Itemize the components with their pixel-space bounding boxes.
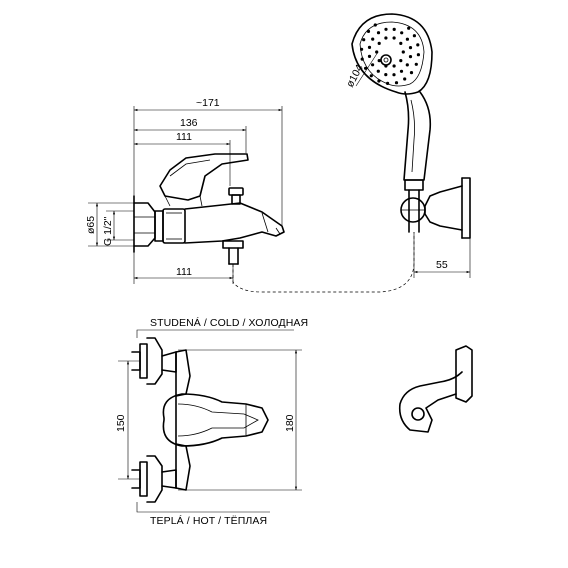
shower-holder-side xyxy=(400,177,471,239)
nozzle-dot xyxy=(392,64,396,68)
nozzle-dot xyxy=(367,54,372,59)
nozzle-dot xyxy=(371,63,375,67)
nozzle-dot xyxy=(407,26,411,30)
dim-111-bottom: 111 xyxy=(176,266,192,278)
nozzle-dot xyxy=(376,69,380,73)
nozzle-dot xyxy=(405,37,409,41)
nozzle-dot xyxy=(384,27,388,31)
nozzle-dot xyxy=(394,81,399,85)
dimension-labels: ~171 136 111 111 ø65 G 1/2" ø104 55 150 … xyxy=(85,63,448,527)
cold-label: STUDENÁ / COLD / ХОЛОДНАЯ xyxy=(150,316,308,329)
nozzle-dot xyxy=(401,50,405,54)
nozzle-dot xyxy=(386,81,390,85)
mixer-side-view xyxy=(133,153,285,265)
dim-thread: G 1/2" xyxy=(102,216,114,246)
nozzle-dot xyxy=(392,27,396,31)
nozzle-dot xyxy=(412,34,416,38)
nozzle-dot xyxy=(369,74,373,78)
nozzle-dot xyxy=(392,36,396,40)
dim-overall-height: 180 xyxy=(284,414,296,432)
nozzle-dot xyxy=(414,62,418,66)
shower-holder-front xyxy=(398,345,473,433)
nozzle-dot xyxy=(408,55,413,59)
nozzle-dot xyxy=(360,57,364,61)
dim-overall-length: ~171 xyxy=(196,97,220,109)
nozzle-dot xyxy=(360,47,364,51)
nozzle-dot xyxy=(377,79,381,83)
nozzle-dot xyxy=(384,73,388,77)
nozzle-dot xyxy=(371,37,375,41)
hot-label: TEPLÁ / HOT / ТЁПЛАЯ xyxy=(150,514,267,527)
nozzle-dot xyxy=(399,69,404,73)
dim-inlet-spacing: 150 xyxy=(115,414,127,432)
nozzle-dot xyxy=(409,71,414,75)
nozzle-dot xyxy=(416,53,420,57)
dimension-lines xyxy=(88,51,471,513)
nozzle-dot xyxy=(364,66,368,70)
nozzle-dot xyxy=(408,46,413,50)
nozzle-dot xyxy=(362,38,366,42)
nozzle-dot xyxy=(416,43,420,47)
nozzle-dot xyxy=(376,31,381,35)
nozzle-dot xyxy=(403,77,407,81)
hose-line xyxy=(232,232,415,293)
mixer-top-view xyxy=(131,337,269,503)
nozzle-dot xyxy=(377,59,381,63)
nozzle-dot xyxy=(366,29,371,33)
nozzle-dot xyxy=(367,45,372,50)
nozzle-dot xyxy=(373,23,377,27)
nozzle-dot xyxy=(405,63,409,67)
nozzle-dot xyxy=(384,36,388,40)
hand-shower xyxy=(351,13,433,233)
nozzle-dot xyxy=(377,41,381,46)
dim-136: 136 xyxy=(180,117,198,129)
nozzle-dot xyxy=(399,59,403,63)
nozzle-dot xyxy=(399,41,403,46)
dim-diameter-65: ø65 xyxy=(85,216,97,234)
dim-111-top: 111 xyxy=(176,131,192,143)
dim-holder-offset: 55 xyxy=(436,259,448,271)
nozzle-dot xyxy=(392,73,396,77)
nozzle-dot xyxy=(400,31,404,35)
